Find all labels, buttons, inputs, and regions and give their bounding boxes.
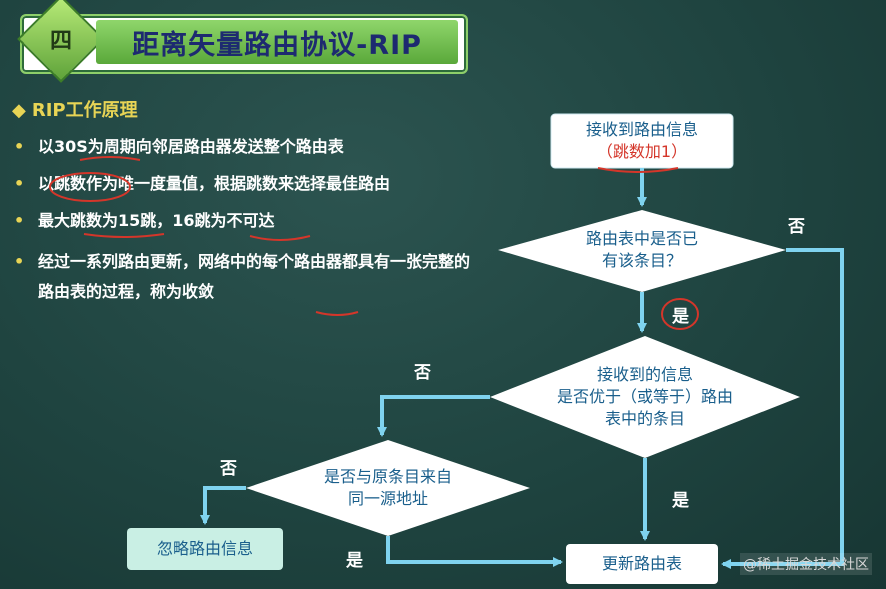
decision3-label: 是否与原条目来自 同一源地址 xyxy=(276,464,500,512)
page-title: 距离矢量路由协议-RIP xyxy=(96,20,458,64)
decision2-line2: 是否优于（或等于）路由 xyxy=(556,387,733,406)
bullet-dot-icon: • xyxy=(14,252,25,271)
section-heading: ◆RIP工作原理 xyxy=(12,96,138,122)
ignore-label: 忽略路由信息 xyxy=(156,539,253,558)
bullet-text: 以30S为周期向邻居路由器发送整个路由表 xyxy=(38,137,344,156)
start-line2: （跳数加1） xyxy=(596,142,688,161)
decision-has-entry xyxy=(498,210,786,292)
bullet-text: 最大跳数为15跳，16跳为不可达 xyxy=(38,211,275,230)
decision-same-source xyxy=(246,440,530,536)
label-d3-yes: 是 xyxy=(346,551,363,571)
arrow-d2-no xyxy=(377,395,490,437)
decision2-label: 接收到的信息 是否优于（或等于）路由 表中的条目 xyxy=(510,362,780,432)
decision3-line1: 是否与原条目来自 xyxy=(323,467,452,486)
decision2-line1: 接收到的信息 xyxy=(596,365,693,384)
bullet-dot-icon: • xyxy=(14,174,25,193)
decision1-label: 路由表中是否已 有该条目？ xyxy=(520,222,764,278)
decision1-line1: 路由表中是否已 xyxy=(585,229,698,248)
watermark: @稀土掘金技术社区 xyxy=(740,553,872,575)
decision-better-route xyxy=(490,336,800,458)
label-d1-yes: 是 xyxy=(672,307,689,327)
decision3-line2: 同一源地址 xyxy=(347,489,428,508)
decision1-line2: 有该条目？ xyxy=(601,251,682,270)
ignore-box xyxy=(127,528,283,570)
update-box xyxy=(566,544,718,584)
bullet-dot-icon: • xyxy=(14,137,25,156)
label-d2-no: 否 xyxy=(414,363,431,383)
title-badge-label: 四 xyxy=(49,29,72,54)
bullet-item: • 以30S为周期向邻居路由器发送整个路由表 xyxy=(10,136,490,158)
bullet-dot-icon: • xyxy=(14,211,25,230)
arrow-d3-no xyxy=(200,486,246,525)
update-label: 更新路由表 xyxy=(601,554,682,573)
bullet-item: • 经过一系列路由更新，网络中的每个路由器都具有一张完整的路由表的过程，称为收敛 xyxy=(10,247,478,307)
arrow-d1-no xyxy=(721,248,844,569)
start-box-label: 接收到路由信息 （跳数加1） xyxy=(551,114,733,168)
start-line1: 接收到路由信息 xyxy=(585,120,698,139)
section-heading-text: RIP工作原理 xyxy=(31,100,138,121)
arrow-d3-yes xyxy=(386,536,563,567)
bullet-item: • 最大跳数为15跳，16跳为不可达 xyxy=(10,210,490,232)
label-d1-no: 否 xyxy=(788,217,805,237)
label-d3-no: 否 xyxy=(220,459,237,479)
label-d2-yes: 是 xyxy=(672,491,689,511)
decision2-line3: 表中的条目 xyxy=(604,409,685,428)
diamond-bullet-icon: ◆ xyxy=(12,100,26,121)
bullet-text: 经过一系列路由更新，网络中的每个路由器都具有一张完整的路由表的过程，称为收敛 xyxy=(38,252,471,301)
